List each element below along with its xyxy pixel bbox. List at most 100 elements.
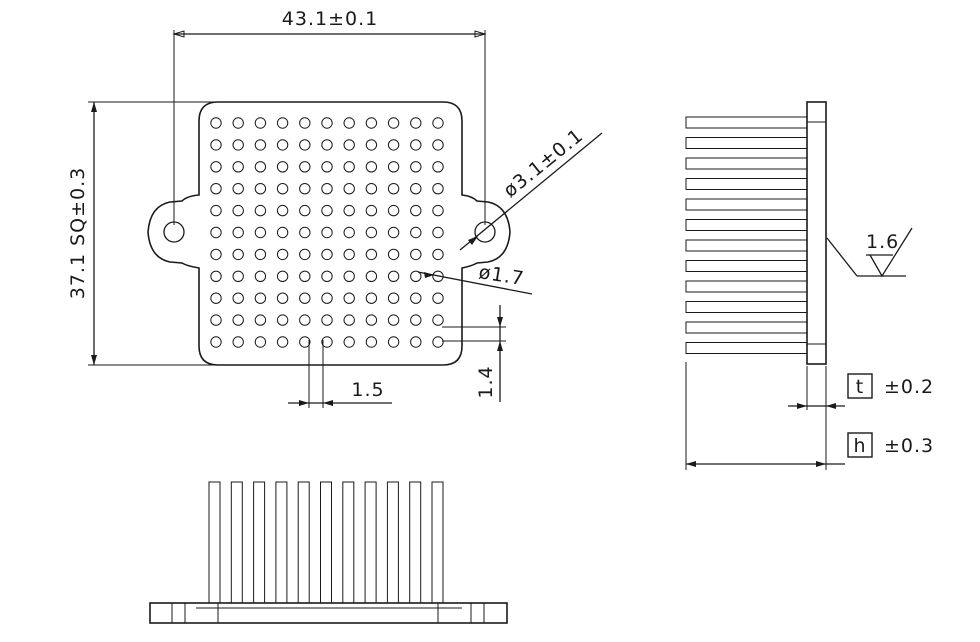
pin-hole — [232, 336, 244, 348]
pin-hole — [232, 292, 244, 304]
pin-hole — [254, 139, 267, 151]
front-fin — [253, 481, 266, 604]
pin-hole — [254, 204, 267, 217]
pin-hole — [299, 226, 311, 239]
pin-hole — [365, 292, 378, 304]
pin-hole — [276, 292, 289, 304]
pin-hole — [387, 226, 400, 239]
side-fin — [685, 342, 808, 354]
pin-hole — [387, 183, 400, 195]
pin-hole — [232, 314, 244, 326]
side-fin — [685, 301, 808, 313]
height-tolerance: ±0.3 — [884, 435, 934, 457]
pin-hole — [365, 183, 378, 195]
front-fin — [342, 481, 355, 604]
pin-hole — [254, 292, 267, 304]
pin-hole — [343, 336, 355, 348]
pin-hole — [321, 117, 333, 129]
thickness-symbol: t — [856, 376, 864, 398]
pin-hole — [276, 161, 289, 173]
pin-hole — [210, 139, 222, 151]
pin-hole — [365, 314, 378, 326]
pin-hole — [321, 292, 333, 304]
side-fin — [685, 321, 808, 334]
pin-hole — [410, 161, 422, 173]
pin-hole — [387, 292, 400, 304]
pin-hole — [276, 336, 289, 348]
pin-hole — [299, 292, 311, 304]
edge-offset-dimension: 1.4 — [475, 365, 497, 398]
pin-hole — [432, 139, 444, 151]
side-fin — [685, 178, 808, 190]
pin-hole — [276, 139, 289, 151]
pin-hole — [299, 139, 311, 151]
pin-hole — [365, 336, 378, 348]
roughness-value: 1.6 — [866, 231, 899, 253]
pin-hole — [254, 183, 267, 195]
pin-hole — [321, 183, 333, 195]
pin-hole — [410, 117, 422, 129]
pin-hole — [276, 183, 289, 195]
side-view: 1.6 t ±0.2 h ±0.3 — [685, 101, 934, 470]
pin-hole — [343, 248, 355, 261]
pin-hole — [410, 139, 422, 151]
mount-hole-dimension: ø3.1±0.1 — [499, 124, 587, 202]
pin-hole — [210, 183, 222, 195]
pin-hole — [387, 117, 400, 129]
pin-hole — [387, 314, 400, 326]
pin-hole — [232, 204, 244, 217]
pin-hole — [276, 204, 289, 217]
pin-hole — [432, 226, 444, 239]
side-fin — [685, 116, 808, 129]
pin-hole — [321, 270, 333, 282]
pin-hole — [410, 183, 422, 195]
pin-hole — [343, 117, 355, 129]
pin-hole — [299, 336, 311, 348]
pin-hole — [210, 204, 222, 217]
pin-hole — [365, 226, 378, 239]
side-base-plate — [806, 101, 827, 365]
pin-hole — [210, 161, 222, 173]
side-fin — [685, 137, 808, 149]
side-fins — [685, 116, 808, 354]
pin-hole — [276, 270, 289, 282]
front-fin — [320, 481, 332, 604]
pin-hole — [232, 117, 244, 129]
pin-hole — [365, 204, 378, 217]
pin-hole — [210, 248, 222, 261]
front-base-plate — [149, 602, 508, 624]
pin-hole — [321, 314, 333, 326]
pin-hole — [254, 226, 267, 239]
pin-hole — [410, 336, 422, 348]
width-dimension: 43.1±0.1 — [282, 8, 378, 30]
pin-hole — [321, 248, 333, 261]
pin-hole — [254, 336, 267, 348]
pin-hole — [432, 292, 444, 304]
side-fin — [685, 260, 808, 272]
pin-hole — [321, 204, 333, 217]
base-plate-outline — [147, 101, 511, 366]
pin-hole — [387, 248, 400, 261]
pin-hole — [432, 336, 444, 348]
top-view: 43.1±0.1 37.1 SQ±0.3 ø3.1±0.1 ø1.7 1.5 1… — [67, 8, 603, 408]
pin-hole — [343, 204, 355, 217]
pin-hole — [343, 139, 355, 151]
front-view — [149, 481, 508, 624]
pin-hole — [365, 139, 378, 151]
pin-hole — [299, 161, 311, 173]
pin-hole — [343, 270, 355, 282]
pin-hole — [210, 292, 222, 304]
pin-hole — [410, 248, 422, 261]
pin-hole — [432, 117, 444, 129]
front-fin — [275, 481, 288, 604]
pitch-dimension: 1.5 — [351, 379, 384, 401]
front-fin — [297, 481, 310, 604]
pin-hole — [410, 270, 422, 282]
pin-hole — [254, 314, 267, 326]
height-dimension: 37.1 SQ±0.3 — [67, 167, 89, 300]
pin-hole — [299, 314, 311, 326]
pin-hole — [410, 226, 422, 239]
pin-hole — [232, 270, 244, 282]
pin-hole — [321, 226, 333, 239]
pin-hole — [321, 161, 333, 173]
